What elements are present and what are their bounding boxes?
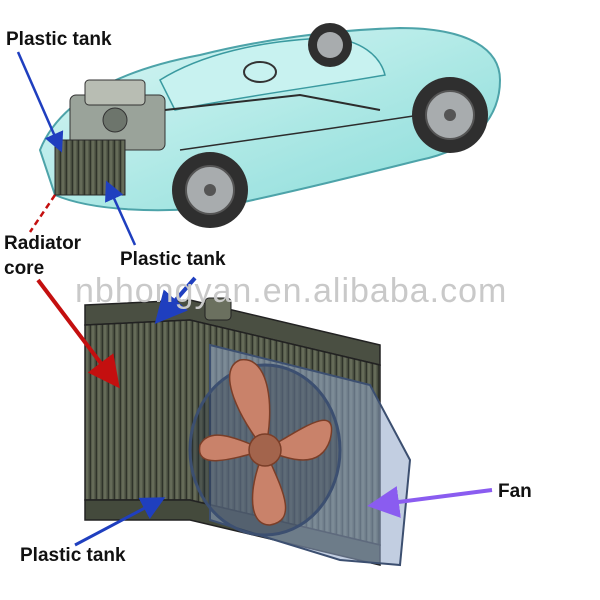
arrow-plastic-tank-top [16,51,64,153]
label-radiator-core: Radiator core [4,233,82,279]
arrow-radiator-core [36,278,120,389]
fan-blade [251,448,287,526]
radiator-assembly [84,297,412,567]
label-plastic-tank-top: Plastic tank [6,29,112,50]
callout-arrows [16,51,493,547]
steering-wheel [243,61,277,83]
arrow-plastic-tank-mid-up [105,180,137,246]
radiator-cap [204,297,232,321]
label-plastic-tank-bottom: Plastic tank [20,545,126,566]
watermark: nbhongyan.en.alibaba.com [75,272,508,310]
car-illustration [38,23,502,228]
arrow-plastic-tank-mid-down [154,276,197,325]
fan [198,359,333,526]
label-plastic-tank-mid: Plastic tank [120,249,226,270]
arrow-fan [367,486,493,518]
car-radiator [54,139,126,196]
arrow-plastic-tank-bottom [74,497,166,547]
car-wheels [172,23,488,228]
fan-blade [198,434,268,462]
label-fan: Fan [498,481,532,502]
radiator-core-dashed-link [28,194,57,233]
fan-blade [229,359,271,452]
fan-hub [248,433,282,467]
engine-bay [69,79,421,151]
